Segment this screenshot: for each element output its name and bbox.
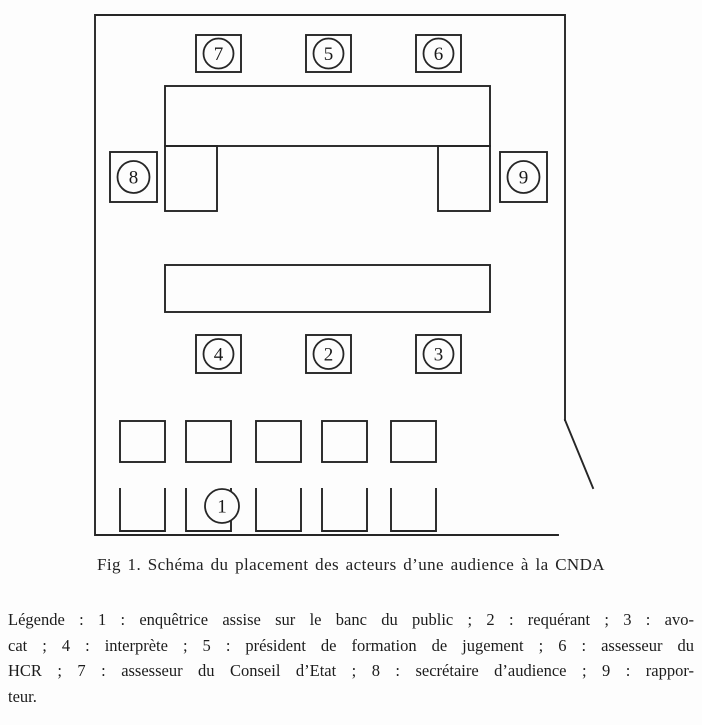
seat-8: 8 (109, 151, 158, 203)
public-bench-chair (255, 420, 302, 463)
public-bench-chair (321, 420, 368, 463)
figure-legend: Légende : 1 : enquêtrice assise sur le b… (8, 607, 694, 709)
seat-2-number: 2 (324, 345, 334, 366)
seat-7-chair (195, 34, 242, 73)
seat-7-badge (202, 37, 235, 70)
seat-9-chair (499, 151, 548, 203)
seat-1-number: 1 (217, 497, 227, 518)
seat-8-badge (116, 160, 151, 194)
legend-line: HCR ; 7 : assesseur du Conseil d’Etat ; … (8, 661, 694, 680)
public-bench-chair (390, 420, 437, 463)
seat-8-chair (109, 151, 158, 203)
seat-9-number: 9 (519, 168, 529, 189)
public-bench-chair (390, 488, 437, 532)
seat-5-number: 5 (324, 44, 334, 65)
seat-2-badge (312, 338, 345, 370)
seat-4-chair (195, 334, 242, 374)
seat-6-number: 6 (434, 44, 444, 65)
public-bench-chair (185, 420, 232, 463)
seat-3-number: 3 (434, 345, 444, 366)
seat-3: 3 (415, 334, 462, 374)
judges-bench-left-wing (164, 145, 218, 212)
legend-line: cat ; 4 : interprète ; 5 : président de … (8, 635, 694, 655)
seat-2-chair (305, 334, 352, 374)
seat-4: 4 (195, 334, 242, 374)
public-bench-row-2 (119, 488, 437, 532)
public-bench-chair (255, 488, 302, 532)
legend-line: teur. (8, 686, 37, 706)
judges-bench-table (164, 85, 491, 147)
public-bench-chair (119, 488, 166, 532)
public-bench-row-1 (119, 420, 437, 463)
seat-3-chair (415, 334, 462, 374)
seat-5: 5 (305, 34, 352, 73)
seating-diagram: 7 5 6 8 9 4 (94, 14, 595, 536)
judges-bench-right-wing (437, 145, 491, 212)
seat-6: 6 (415, 34, 462, 73)
public-bench-chair (119, 420, 166, 463)
seat-8-number: 8 (129, 168, 139, 189)
legend-line: Légende : 1 : enquêtrice assise sur le b… (8, 610, 694, 629)
seat-6-chair (415, 34, 462, 73)
seat-2: 2 (305, 334, 352, 374)
seat-9-badge (506, 160, 541, 194)
seat-3-badge (422, 338, 455, 370)
door-line (563, 418, 595, 490)
seat-1-badge (204, 488, 240, 524)
seat-5-chair (305, 34, 352, 73)
figure-caption: Fig 1. Schéma du placement des acteurs d… (97, 555, 605, 574)
seat-4-number: 4 (214, 345, 224, 366)
seat-6-badge (422, 37, 455, 70)
seat-4-badge (202, 338, 235, 370)
seat-5-badge (312, 37, 345, 70)
seat-7-number: 7 (214, 44, 224, 65)
room-outline (94, 14, 566, 536)
parties-table (164, 264, 491, 313)
seat-1: 1 (204, 488, 240, 524)
public-bench-chair (321, 488, 368, 532)
seat-9: 9 (499, 151, 548, 203)
seat-7: 7 (195, 34, 242, 73)
